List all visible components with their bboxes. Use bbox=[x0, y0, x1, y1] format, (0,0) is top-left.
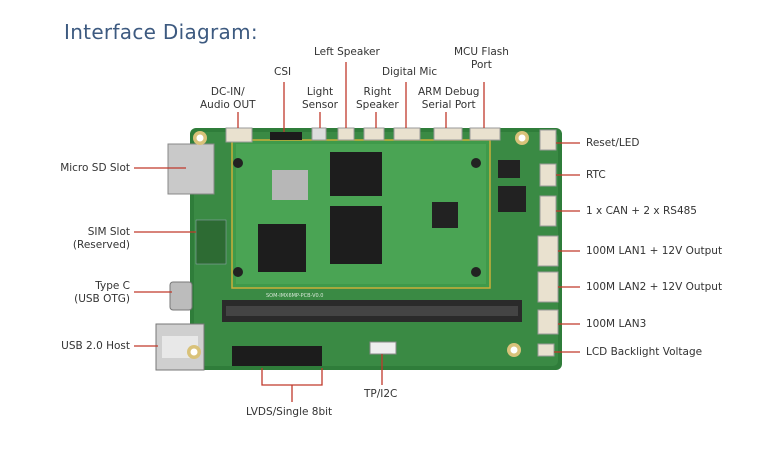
board-silkscreen: SOM-IMX6MP-PCB-V0.0 bbox=[266, 293, 323, 299]
label-lan3: 100M LAN3 bbox=[586, 318, 647, 330]
label-csi: CSI bbox=[274, 66, 292, 78]
label-usb-host: USB 2.0 Host bbox=[61, 340, 130, 352]
label-can-rs485: 1 x CAN + 2 x RS485 bbox=[586, 205, 697, 217]
label-reset-led: Reset/LED bbox=[586, 137, 640, 149]
pcb-board: SOM-IMX6MP-PCB-V0.0 bbox=[155, 127, 562, 371]
label-rtc: RTC bbox=[586, 169, 606, 181]
label-dc-in-audio-out: DC-IN/Audio OUT bbox=[200, 86, 256, 111]
label-type-c: Type C(USB OTG) bbox=[74, 280, 130, 305]
label-sim-slot: SIM Slot(Reserved) bbox=[72, 226, 130, 251]
label-tp-i2c: TP/I2C bbox=[364, 388, 398, 400]
label-lcd-backlight-voltage: LCD Backlight Voltage bbox=[586, 346, 703, 358]
label-left-speaker: Left Speaker bbox=[314, 46, 380, 58]
leader-lines bbox=[134, 62, 580, 402]
label-digital-mic: Digital Mic bbox=[382, 66, 438, 78]
label-lan1: 100M LAN1 + 12V Output bbox=[586, 245, 723, 257]
page-title: Interface Diagram: bbox=[64, 20, 258, 44]
label-lvds: LVDS/Single 8bit bbox=[246, 406, 333, 418]
label-lan2: 100M LAN2 + 12V Output bbox=[586, 281, 723, 293]
label-micro-sd-slot: Micro SD Slot bbox=[60, 162, 130, 174]
